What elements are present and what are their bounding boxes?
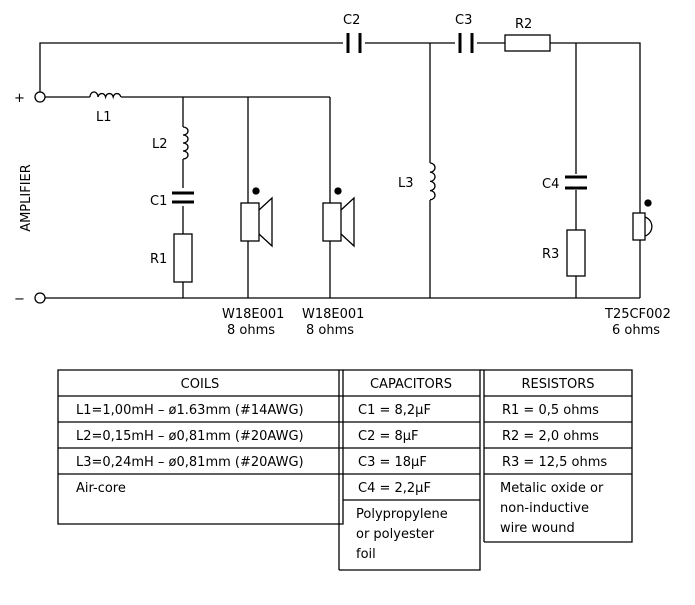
driver-2-model: W18E001	[302, 307, 364, 322]
l2-label: L2	[152, 137, 168, 152]
capacitor-note-2: or polyester	[356, 527, 435, 542]
resistor-r2	[504, 34, 551, 52]
resistor-r3	[566, 229, 586, 277]
l1-label: L1	[96, 110, 112, 125]
capacitor-c3	[458, 33, 474, 53]
resistor-note-3: wire wound	[500, 521, 575, 536]
driver-1-impedance: 8 ohms	[227, 323, 275, 338]
woofer-2-icon	[322, 187, 355, 248]
resistor-note-2: non-inductive	[500, 501, 589, 516]
c3-label: C3	[455, 13, 472, 28]
minus-label: −	[14, 292, 25, 307]
r3-label: R3	[542, 247, 559, 262]
resistor-row-1: R1 = 0,5 ohms	[502, 403, 599, 418]
c2-label: C2	[343, 13, 360, 28]
capacitor-row-1: C1 = 8,2µF	[358, 403, 431, 418]
minus-terminal	[34, 292, 46, 304]
capacitor-row-3: C3 = 18µF	[358, 455, 427, 470]
tweeter-icon	[632, 199, 653, 241]
r2-label: R2	[515, 17, 532, 32]
capacitor-c4	[565, 175, 587, 190]
component-table	[57, 369, 633, 571]
coil-row-2: L2=0,15mH – ø0,81mm (#20AWG)	[76, 429, 304, 444]
plus-label: +	[14, 91, 25, 106]
driver-3-model: T25CF002	[604, 307, 671, 322]
driver-2-impedance: 8 ohms	[306, 323, 354, 338]
capacitor-note-1: Polypropylene	[356, 507, 448, 522]
resistor-note-1: Metalic oxide or	[500, 481, 604, 496]
capacitor-row-4: C4 = 2,2µF	[358, 481, 431, 496]
c4-label: C4	[542, 177, 559, 192]
capacitors-header: CAPACITORS	[370, 377, 452, 392]
capacitor-note-3: foil	[356, 547, 376, 562]
coil-row-1: L1=1,00mH – ø1.63mm (#14AWG)	[76, 403, 304, 418]
capacitor-c1	[172, 191, 194, 204]
resistor-r1	[173, 233, 193, 283]
driver-3-impedance: 6 ohms	[612, 323, 660, 338]
inductor-l3	[429, 162, 436, 201]
resistors-header: RESISTORS	[521, 377, 594, 392]
driver-1-model: W18E001	[222, 307, 284, 322]
inductor-l2	[182, 126, 189, 160]
resistor-row-3: R3 = 12,5 ohms	[502, 455, 607, 470]
inductor-l1	[89, 91, 122, 100]
coil-note: Air-core	[76, 481, 126, 496]
capacitor-c2	[346, 33, 362, 53]
wires	[39, 42, 641, 299]
woofer-1-icon	[240, 187, 273, 248]
resistor-row-2: R2 = 2,0 ohms	[502, 429, 599, 444]
r1-label: R1	[150, 252, 167, 267]
amplifier-label: AMPLIFIER	[19, 164, 34, 232]
capacitor-row-2: C2 = 8µF	[358, 429, 419, 444]
l3-label: L3	[398, 176, 414, 191]
coil-row-3: L3=0,24mH – ø0,81mm (#20AWG)	[76, 455, 304, 470]
c1-label: C1	[150, 194, 167, 209]
plus-terminal	[34, 91, 46, 103]
coils-header: COILS	[181, 377, 220, 392]
